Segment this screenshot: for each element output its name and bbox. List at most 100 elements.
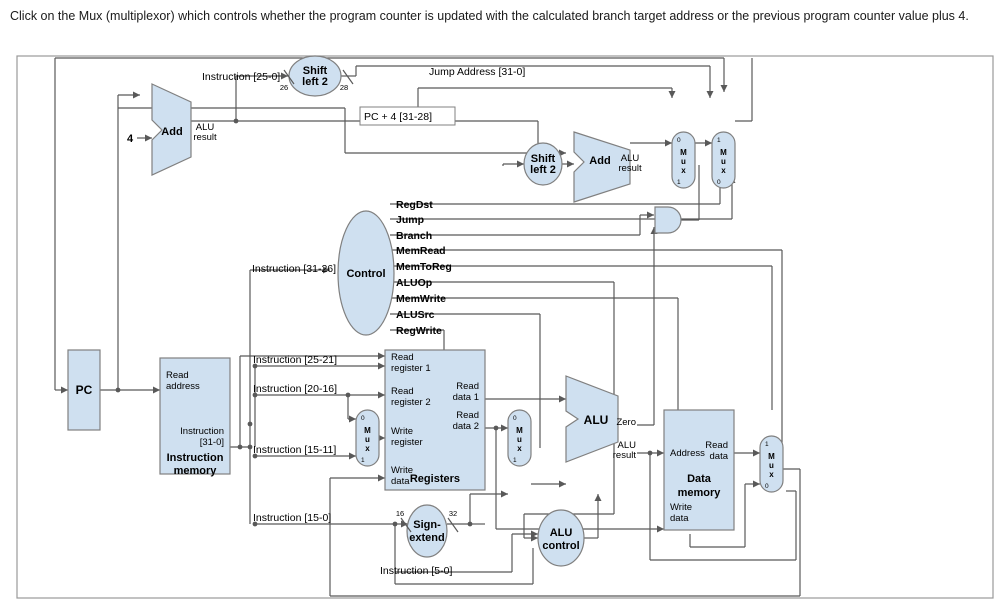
dmem-write-data-b: data bbox=[670, 513, 689, 524]
mux-memtoreg-m: M bbox=[768, 452, 775, 461]
control-signal-jump: Jump bbox=[396, 214, 424, 226]
reg-read-data-1-a: Read bbox=[456, 381, 479, 392]
mux-pc-source-m: M bbox=[720, 148, 727, 157]
bus-label-instruction-25-0: Instruction [25-0] bbox=[202, 71, 280, 83]
reg-read-register-2-b: register 2 bbox=[391, 397, 431, 408]
dmem-title-2: memory bbox=[678, 487, 722, 499]
add-pc4-label: Add bbox=[161, 126, 182, 138]
dmem-address-label: Address bbox=[670, 448, 705, 459]
sign-extend-label-1: Sign- bbox=[413, 519, 441, 531]
instruction-memory-block[interactable]: Read address Instruction [31-0] Instruct… bbox=[159, 357, 231, 477]
control-signal-memwrite: MemWrite bbox=[396, 293, 446, 305]
mux-regdst-m: M bbox=[364, 426, 371, 435]
add-pc4-result-2: result bbox=[193, 132, 217, 143]
shift-branch-label-1: Shift bbox=[531, 153, 556, 165]
constant-four-label: 4 bbox=[127, 133, 134, 145]
mux-jump-port-0: 0 bbox=[677, 137, 681, 144]
dmem-read-data-b: data bbox=[710, 451, 729, 462]
mux-pc-source-port-1: 1 bbox=[717, 137, 721, 144]
bus-label-instruction-31-26: Instruction [31-26] bbox=[252, 263, 336, 275]
reg-read-data-2-b: data 2 bbox=[453, 421, 479, 432]
mux-memtoreg-u: u bbox=[769, 461, 774, 470]
mux-memtoreg-port-1: 1 bbox=[765, 441, 769, 448]
mux-regdst-x: x bbox=[365, 444, 370, 453]
mux-alusrc-x: x bbox=[517, 444, 522, 453]
sign-extend-block[interactable]: Sign- extend bbox=[406, 504, 448, 558]
data-memory-block[interactable]: Address Write data Read data Data memory bbox=[663, 409, 735, 531]
mux-jump-u: u bbox=[681, 157, 686, 166]
mux-memtoreg[interactable]: 1 M u x 0 bbox=[759, 435, 784, 493]
mux-alusrc-m: M bbox=[516, 426, 523, 435]
mux-memtoreg-x: x bbox=[769, 470, 774, 479]
question-prompt: Click on the Mux (multiplexor) which con… bbox=[10, 9, 969, 23]
and-gate[interactable] bbox=[654, 206, 682, 234]
bus-label-instruction-15-0: Instruction [15-0] bbox=[253, 512, 331, 524]
bus-label-instruction-25-21: Instruction [25-21] bbox=[253, 354, 337, 366]
dmem-title-1: Data bbox=[687, 473, 712, 485]
mux-regdst[interactable]: 0 M u x 1 bbox=[355, 409, 380, 467]
mux-pc-source-port-0: 0 bbox=[717, 179, 721, 186]
control-signal-branch: Branch bbox=[396, 230, 432, 242]
reg-read-register-2-a: Read bbox=[391, 386, 414, 397]
mux-regdst-u: u bbox=[365, 435, 370, 444]
control-signal-alusrc: ALUSrc bbox=[396, 309, 435, 321]
control-signal-memread: MemRead bbox=[396, 245, 446, 257]
mux-regdst-port-0: 0 bbox=[361, 415, 365, 422]
width-32: 32 bbox=[449, 509, 457, 518]
bus-label-instruction-20-16: Instruction [20-16] bbox=[253, 383, 337, 395]
width-28: 28 bbox=[340, 83, 348, 92]
reg-read-data-2-a: Read bbox=[456, 410, 479, 421]
control-signal-aluop: ALUOp bbox=[396, 277, 432, 289]
alu-zero-label: Zero bbox=[616, 417, 636, 428]
bus-label-jump-address: Jump Address [31-0] bbox=[429, 66, 525, 78]
mux-jump-m: M bbox=[680, 148, 687, 157]
mux-memtoreg-port-0: 0 bbox=[765, 483, 769, 490]
reg-write-register-b: register bbox=[391, 437, 423, 448]
mux-alusrc-port-0: 0 bbox=[513, 415, 517, 422]
mux-pc-source-u: u bbox=[721, 157, 726, 166]
alu-result-1: ALU bbox=[618, 440, 637, 451]
imem-read-address-label-1: Read bbox=[166, 370, 189, 381]
add-pc4-result-1: ALU bbox=[196, 122, 215, 133]
dmem-write-data-a: Write bbox=[670, 502, 692, 513]
add-branch-result-2: result bbox=[618, 163, 642, 174]
bus-labels: Instruction [25-0] Jump Address [31-0] P… bbox=[202, 66, 525, 577]
shift-jump-label-2: left 2 bbox=[302, 76, 328, 88]
alu-control-block[interactable]: ALU control bbox=[537, 509, 585, 567]
registers-block[interactable]: Read register 1 Read register 2 Write re… bbox=[384, 349, 486, 491]
mux-alusrc-port-1: 1 bbox=[513, 457, 517, 464]
mux-jump-x: x bbox=[681, 166, 686, 175]
imem-title-1: Instruction bbox=[167, 452, 224, 464]
alu-control-label-1: ALU bbox=[550, 527, 573, 539]
add-branch-block[interactable]: Add ALU result bbox=[573, 131, 642, 203]
alu-result-2: result bbox=[613, 450, 637, 461]
registers-title: Registers bbox=[410, 473, 460, 485]
reg-read-register-1-a: Read bbox=[391, 352, 414, 363]
shift-left-2-jump-block[interactable]: Shift left 2 bbox=[288, 55, 342, 97]
control-unit-block[interactable]: Control bbox=[337, 210, 395, 336]
mux-pc-source[interactable]: 1 M u x 0 bbox=[711, 131, 736, 189]
add-pc4-block[interactable]: Add ALU result bbox=[151, 83, 217, 176]
mux-pc-source-x: x bbox=[721, 166, 726, 175]
imem-instruction-out-1: Instruction bbox=[180, 426, 224, 437]
control-signal-regwrite: RegWrite bbox=[396, 325, 442, 337]
shift-left-2-branch-block[interactable]: Shift left 2 bbox=[523, 142, 563, 186]
shift-jump-label-1: Shift bbox=[303, 65, 328, 77]
control-signal-regdst: RegDst bbox=[396, 199, 433, 211]
control-signal-labels: RegDst Jump Branch MemRead MemToReg ALUO… bbox=[396, 199, 452, 337]
pc-block[interactable]: PC bbox=[67, 349, 101, 431]
reg-write-register-a: Write bbox=[391, 426, 413, 437]
mux-jump[interactable]: 0 M u x 1 bbox=[671, 131, 696, 189]
width-16: 16 bbox=[396, 509, 404, 518]
imem-instruction-out-2: [31-0] bbox=[200, 437, 224, 448]
alu-block[interactable]: ALU Zero ALU result bbox=[565, 375, 637, 463]
add-branch-result-1: ALU bbox=[621, 153, 640, 164]
control-label: Control bbox=[346, 268, 385, 280]
mips-datapath-diagram: .w{stroke:#595959;stroke-width:1.2;fill:… bbox=[0, 44, 1008, 612]
mux-alusrc-u: u bbox=[517, 435, 522, 444]
add-branch-label: Add bbox=[589, 155, 610, 167]
reg-write-data-b: data bbox=[391, 476, 410, 487]
reg-write-data-a: Write bbox=[391, 465, 413, 476]
mux-alusrc[interactable]: 0 M u x 1 bbox=[507, 409, 532, 467]
diagram-border bbox=[16, 55, 994, 599]
